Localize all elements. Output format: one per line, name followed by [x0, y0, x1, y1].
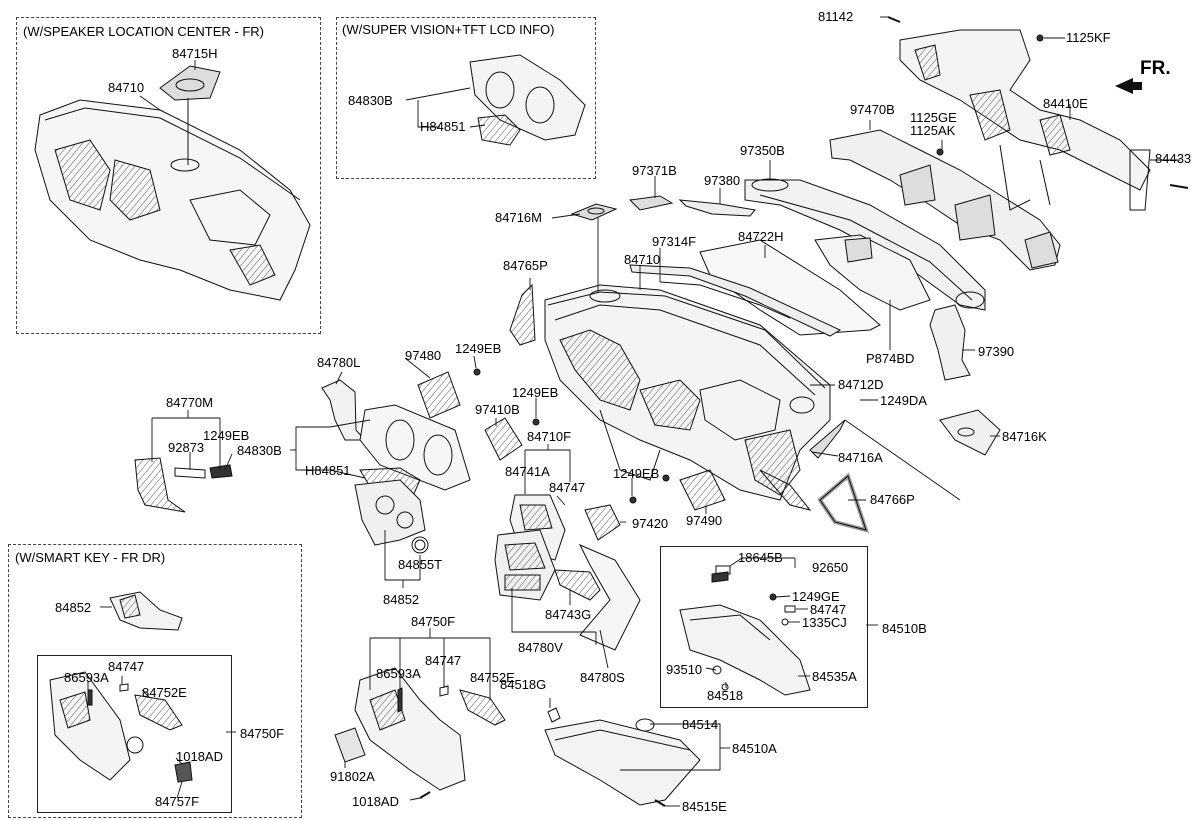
- part-label: 97410B: [475, 402, 520, 417]
- part-label: 84752E: [470, 670, 515, 685]
- part-label: 1249DA: [880, 393, 927, 408]
- part-label: 1018AD: [176, 749, 223, 764]
- crash-pad-main-drawing: [544, 284, 831, 511]
- side-duct-drawing: [829, 129, 1061, 271]
- part-label: 84747: [549, 480, 586, 495]
- part-label: 84747: [425, 653, 462, 668]
- part-label: 1125GE: [910, 110, 957, 125]
- part-label: 1249EB: [455, 341, 502, 356]
- part-label: 18645B: [738, 550, 783, 565]
- part-label: H84851: [420, 119, 466, 134]
- group-supervision-title: (W/SUPER VISION+TFT LCD INFO): [342, 22, 555, 37]
- part-label: 84780S: [580, 670, 625, 685]
- part-label: 84743G: [545, 607, 592, 622]
- part-label: 92873: [168, 440, 205, 455]
- part-label: 97470B: [850, 102, 895, 117]
- part-label: 84433: [1155, 151, 1192, 166]
- part-label: 92650: [812, 560, 849, 575]
- part-label: 1249EB: [203, 428, 250, 443]
- part-label: 84830B: [348, 93, 393, 108]
- part-label: 84712D: [838, 377, 884, 392]
- part-label: 97350B: [740, 143, 785, 158]
- part-label: 84766P: [870, 492, 915, 507]
- part-label: 84510B: [882, 621, 927, 636]
- part-label: 84518G: [500, 677, 547, 692]
- part-label: 97420: [632, 516, 669, 531]
- part-label: 84830B: [237, 443, 282, 458]
- part-label: P874BD: [866, 351, 915, 366]
- part-label: 93510: [666, 662, 703, 677]
- group-speaker-title: (W/SPEAKER LOCATION CENTER - FR): [23, 24, 264, 39]
- part-label: 84716M: [495, 210, 542, 225]
- part-label: 84747: [810, 602, 847, 617]
- part-label: 86593A: [376, 666, 421, 681]
- part-label: 97390: [978, 344, 1015, 359]
- part-label: 97380: [704, 173, 741, 188]
- part-label: 1249EB: [512, 385, 559, 400]
- part-label: 84750F: [411, 614, 456, 629]
- part-label: 84747: [108, 659, 145, 674]
- front-direction-arrow-icon: [1115, 78, 1142, 94]
- part-label: 84770M: [166, 395, 213, 410]
- group-smartkey-title: (W/SMART KEY - FR DR): [15, 550, 166, 565]
- part-label: 84780L: [317, 355, 361, 370]
- part-label: H84851: [305, 463, 351, 478]
- part-label: 1249GE: [792, 589, 840, 604]
- part-label: 81142: [818, 9, 854, 24]
- speaker-grille-drawing: [570, 203, 618, 221]
- front-direction-label: FR.: [1140, 58, 1171, 79]
- part-label: 97371B: [632, 163, 677, 178]
- part-label: 86593A: [64, 670, 109, 685]
- part-label: 97490: [686, 513, 723, 528]
- part-label: 84410E: [1043, 96, 1088, 111]
- group-supervision-box: [336, 17, 596, 179]
- part-label: 84722H: [738, 229, 784, 244]
- group-speaker-box: [16, 17, 321, 334]
- part-label: 1125AK: [910, 123, 956, 138]
- part-label: 91802A: [330, 769, 375, 784]
- part-label: 84715H: [172, 46, 218, 61]
- part-label: 84514: [682, 717, 719, 732]
- part-label: 84515E: [682, 799, 727, 814]
- part-label: 84716A: [838, 450, 883, 465]
- part-label: 84780V: [518, 640, 563, 655]
- part-label: 84752E: [142, 685, 187, 700]
- part-label: 1335CJ: [802, 615, 847, 630]
- part-label: 84741A: [505, 464, 550, 479]
- part-label: 97480: [405, 348, 442, 363]
- part-label: 84852: [383, 592, 420, 607]
- part-label: 1125KF: [1066, 30, 1111, 45]
- part-label: 84710: [624, 252, 661, 267]
- part-label: 84535A: [812, 669, 857, 684]
- part-label: 97314F: [652, 234, 697, 249]
- cowl-crossbar-drawing: [899, 29, 1151, 211]
- part-label: 84852: [55, 600, 92, 615]
- part-label: 84710: [108, 80, 145, 95]
- part-label: 84510A: [732, 741, 777, 756]
- part-label: 84765P: [503, 258, 548, 273]
- part-label: 1018AD: [352, 794, 399, 809]
- part-label: 84710F: [527, 429, 572, 444]
- part-label: 84855T: [398, 557, 443, 572]
- part-label: 84518: [707, 688, 744, 703]
- part-label: 1249EB: [613, 466, 660, 481]
- part-label: 84716K: [1002, 429, 1047, 444]
- group-smartkey-box: [8, 544, 302, 818]
- part-label: 84757F: [155, 794, 200, 809]
- glovebox-assy-box: [660, 546, 868, 708]
- part-label: 84750F: [240, 726, 285, 741]
- smartkey-subassy-box: [37, 655, 232, 813]
